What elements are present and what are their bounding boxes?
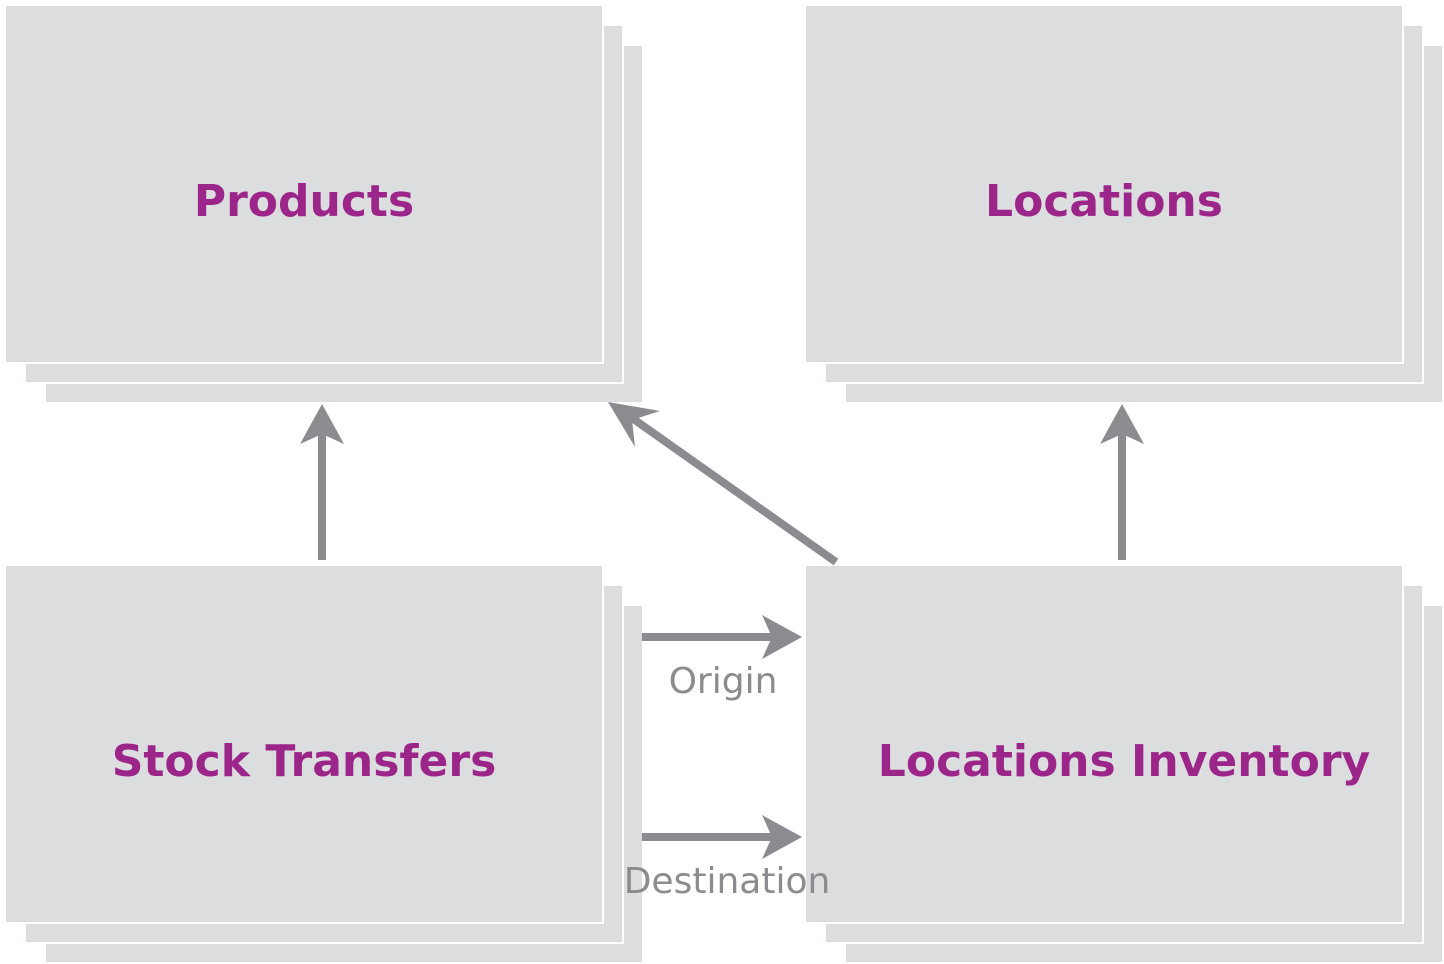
entity-label-locations: Locations: [985, 176, 1223, 227]
edge-label-destination: Destination: [623, 861, 831, 902]
entity-products: Products: [4, 4, 644, 404]
entity-box: [4, 564, 604, 924]
arrow-destination: [642, 815, 802, 859]
arrow-locations-inventory-to-locations: [1100, 404, 1144, 560]
arrow-stock-transfers-to-products: [300, 404, 344, 560]
entity-stock-transfers: Stock Transfers: [4, 564, 644, 964]
arrow-locations-inventory-to-products: [608, 402, 839, 566]
entity-locations: Locations: [804, 4, 1444, 404]
entity-locations-inventory: Locations Inventory: [804, 564, 1444, 964]
entity-box: [4, 4, 604, 364]
entity-label-locations-inventory: Locations Inventory: [877, 736, 1371, 787]
entity-box: [804, 4, 1404, 364]
entity-label-products: Products: [193, 176, 415, 227]
entity-label-stock-transfers: Stock Transfers: [111, 736, 497, 787]
arrow-origin: [642, 615, 802, 659]
entity-box: [804, 564, 1404, 924]
edge-label-origin: Origin: [668, 661, 778, 702]
